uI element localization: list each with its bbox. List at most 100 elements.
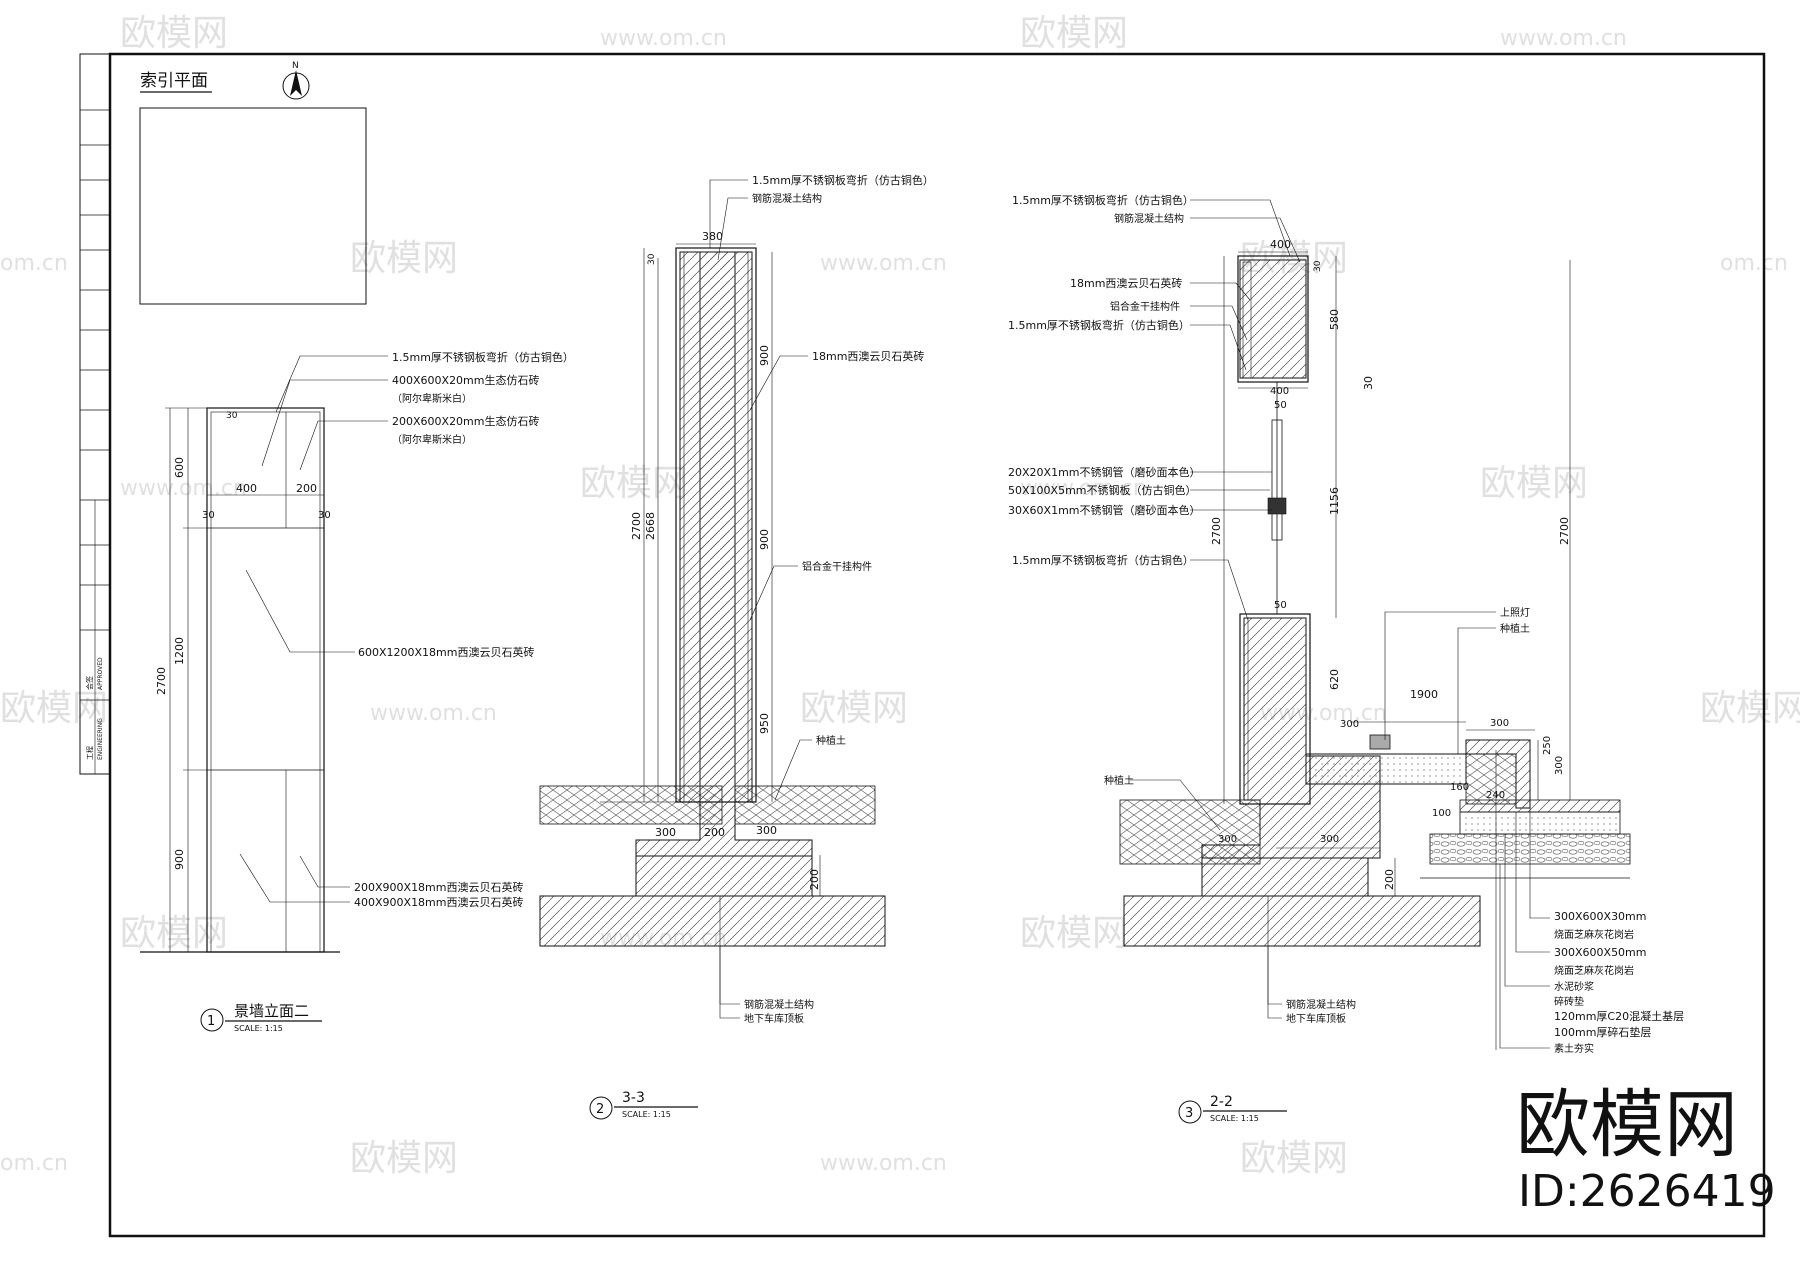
callout: 种植土: [816, 734, 846, 747]
dim-240: 240: [1486, 790, 1505, 801]
watermark-url: www.om.cn: [1020, 476, 1147, 501]
logo-id: ID:2626419: [1518, 1166, 1776, 1217]
callout: 1.5mm厚不锈钢板弯折（仿古铜色）: [392, 350, 574, 364]
dim-400: 400: [1270, 238, 1291, 251]
dim-250: 250: [1542, 736, 1553, 755]
layer-spec: 300X600X50mm: [1554, 946, 1647, 959]
layer-spec: 碎砖垫: [1554, 995, 1584, 1008]
drawing-1-texts: 600 1200 900 2700 400 200 30 30 30 1.5mm…: [155, 350, 574, 1033]
dim-200: 200: [296, 482, 317, 495]
dim-300: 300: [655, 826, 676, 839]
callout: 20X20X1mm不锈钢管（磨砂面本色）: [1008, 465, 1201, 479]
north-arrow-icon: N: [282, 61, 310, 100]
dim-30: 30: [202, 510, 215, 521]
callout: （阿尔卑斯米白）: [392, 392, 472, 405]
layer-spec: 素土夯实: [1554, 1042, 1594, 1055]
dim-380: 380: [702, 230, 723, 243]
callout: 18mm西澳云贝石英砖: [1070, 276, 1182, 290]
drawing-scale: SCALE: 1:15: [1210, 1114, 1259, 1123]
callout: 1.5mm厚不锈钢板弯折（仿古铜色）: [1008, 318, 1190, 332]
layer-spec: 300X600X30mm: [1554, 910, 1647, 923]
dim-600: 600: [173, 457, 186, 478]
watermark-brand: 欧模网: [580, 463, 688, 504]
callout: 600X1200X18mm西澳云贝石英砖: [358, 645, 535, 659]
watermark-url: om.cn: [0, 1151, 68, 1176]
layer-spec: 120mm厚C20混凝土基层: [1554, 1009, 1684, 1023]
layer-spec: 烧面芝麻灰花岗岩: [1554, 928, 1634, 941]
dim-580: 580: [1328, 309, 1341, 330]
drawing-number: 1: [207, 1014, 215, 1029]
callout: 种植土: [1500, 622, 1530, 635]
watermark-brand: 欧模网: [1020, 13, 1128, 54]
logo-text: 欧模网: [1516, 1082, 1738, 1168]
dim-300: 300: [1490, 718, 1509, 729]
layer-spec: 水泥砂浆: [1554, 980, 1594, 993]
index-plan-title: 索引平面: [140, 71, 208, 91]
callout: 地下车库顶板: [744, 1012, 804, 1025]
callout: 钢筋混凝土结构: [1286, 998, 1356, 1011]
dim-400: 400: [1270, 386, 1289, 397]
watermark-brand: 欧模网: [1240, 1138, 1348, 1179]
dim-1156: 1156: [1328, 487, 1341, 515]
north-label: N: [292, 61, 299, 71]
watermark-url: www.om.cn: [1500, 26, 1627, 51]
callout: 钢筋混凝土结构: [744, 998, 814, 1011]
dim-620: 620: [1328, 669, 1341, 690]
watermark-url: www.om.cn: [820, 1151, 947, 1176]
callout: 50X100X5mm不锈钢板（仿古铜色）: [1008, 483, 1197, 497]
watermark-brand: 欧模网: [1480, 463, 1588, 504]
watermark-brand: 欧模网: [120, 13, 228, 54]
watermark-url: om.cn: [1720, 251, 1788, 276]
drawing-1-elevation: [140, 355, 388, 953]
callout: 钢筋混凝土结构: [752, 192, 822, 205]
index-plan: 索引平面 N: [139, 61, 367, 305]
dim-30: 30: [1362, 376, 1375, 390]
drawing-title: 景墙立面二: [234, 1002, 309, 1020]
callout: 地下车库顶板: [1286, 1012, 1346, 1025]
callout: 铝合金干挂构件: [1110, 300, 1180, 313]
dim-30: 30: [1313, 260, 1323, 272]
dim-2668: 2668: [644, 512, 657, 540]
dim-950: 950: [758, 713, 771, 734]
watermark-url: www.om.cn: [600, 26, 727, 51]
watermark-url: om.cn: [0, 251, 68, 276]
title-block-label: 会签: [85, 676, 94, 690]
watermark-brand: 欧模网: [350, 1138, 458, 1179]
watermark-brand: 欧模网: [0, 688, 108, 729]
callout: 1.5mm厚不锈钢板弯折（仿古铜色）: [752, 173, 934, 187]
watermark-url: www.om.cn: [820, 251, 947, 276]
title-block-label: 工程: [85, 746, 94, 760]
drawing-2-texts: 380 30 2700 2668 900 900 950 300 200 300…: [589, 173, 934, 1120]
callout: 18mm西澳云贝石英砖: [812, 349, 924, 363]
dim-2700: 2700: [630, 512, 643, 540]
watermark-brand: 欧模网: [1020, 913, 1128, 954]
dim-1900: 1900: [1410, 688, 1438, 701]
callout: 200X900X18mm西澳云贝石英砖: [354, 880, 524, 894]
dim-900: 900: [758, 345, 771, 366]
title-block-labels: 工程 ENGINEERING 会签 APPROVED: [85, 657, 104, 760]
dim-100: 100: [1432, 808, 1451, 819]
callout: 上照灯: [1500, 607, 1530, 619]
drawing-scale: SCALE: 1:15: [622, 1110, 671, 1119]
callout: 400X900X18mm西澳云贝石英砖: [354, 895, 524, 909]
dim-300: 300: [756, 824, 777, 837]
dim-50: 50: [1274, 400, 1287, 411]
dim-300: 300: [1320, 834, 1339, 845]
drawing-2-section: [539, 179, 886, 1019]
callout: 钢筋混凝土结构: [1114, 212, 1184, 225]
dim-2700: 2700: [155, 667, 168, 695]
dim-300: 300: [1218, 834, 1237, 845]
callout: （阿尔卑斯米白）: [392, 433, 472, 446]
sheet-frame: [79, 52, 1766, 1238]
dim-1200: 1200: [173, 637, 186, 665]
watermark-brand: 欧模网: [350, 238, 458, 279]
drawing-scale: SCALE: 1:15: [234, 1024, 283, 1033]
drawing-title: 3-3: [622, 1090, 645, 1106]
drawing-number: 3: [1185, 1106, 1193, 1121]
callout: 种植土: [1104, 774, 1134, 787]
dim-200: 200: [1383, 869, 1396, 890]
drawing-number: 2: [596, 1102, 604, 1117]
callout: 1.5mm厚不锈钢板弯折（仿古铜色）: [1012, 553, 1194, 567]
